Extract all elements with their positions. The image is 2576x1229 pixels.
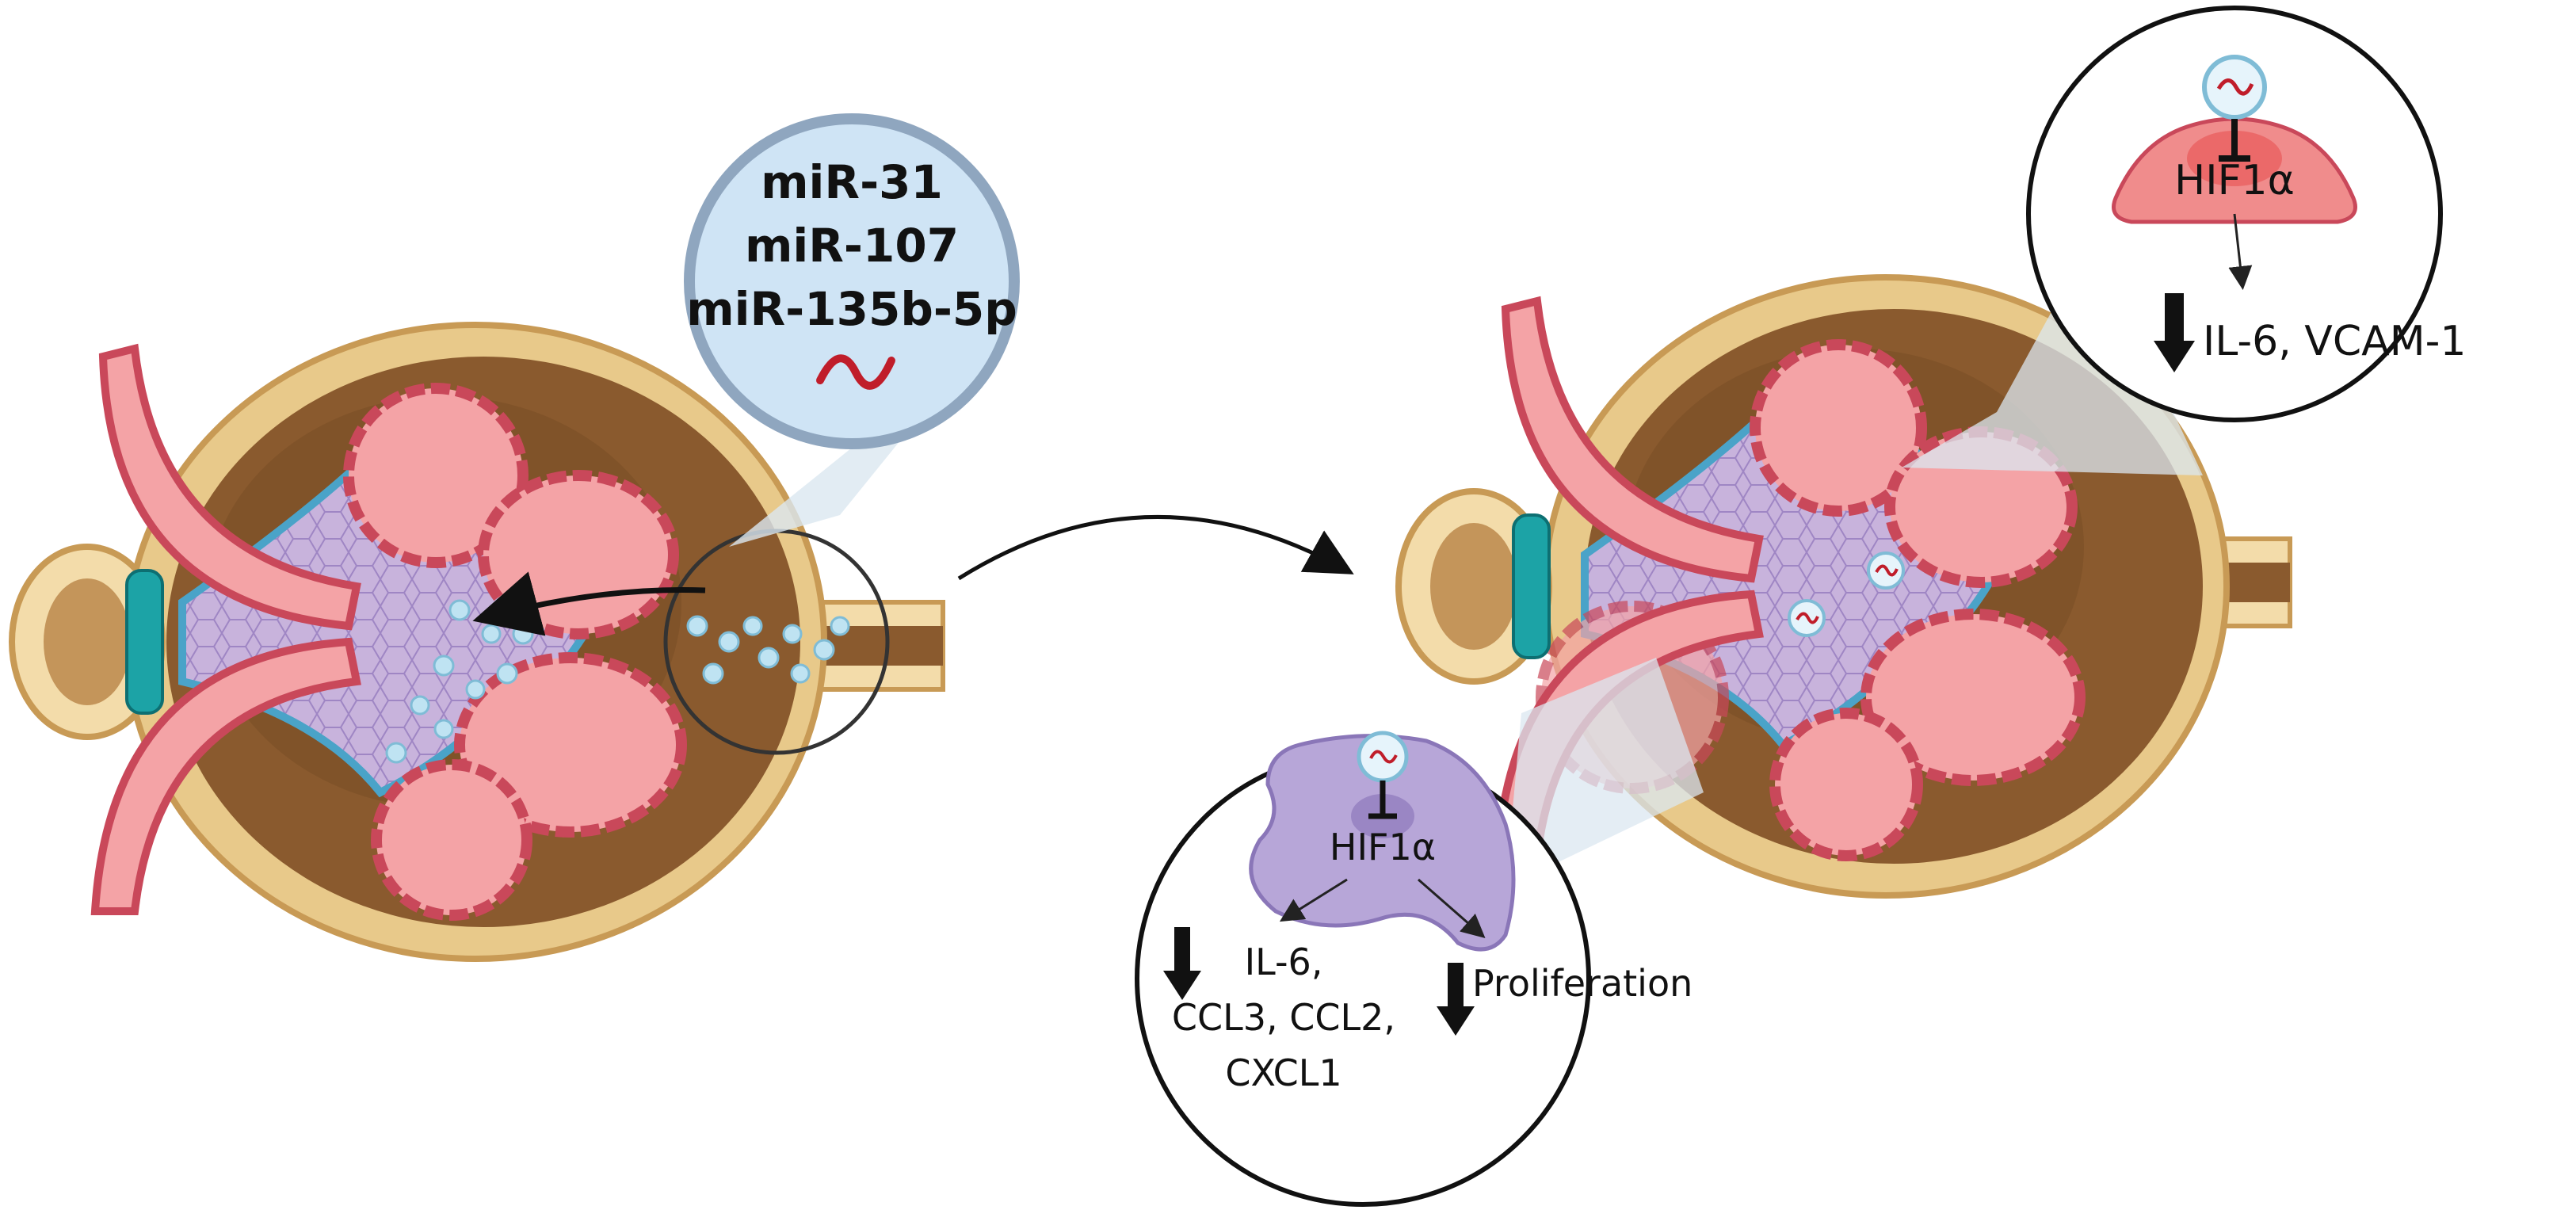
mesangial-cell bbox=[1249, 734, 1516, 952]
endothelial-callout-cone bbox=[1902, 238, 2203, 475]
mesangial-callout-cone bbox=[1506, 658, 1704, 887]
down-arrow-icon bbox=[1163, 927, 1201, 1000]
mirna-line-3: miR-135b-5p bbox=[686, 282, 1017, 336]
cytokine-line-2: CCL3, CCL2, bbox=[1172, 996, 1395, 1039]
treatment-arrow bbox=[957, 515, 1354, 581]
mirna-bubble: miR-31 miR-107 miR-135b-5p bbox=[684, 113, 1020, 449]
efferent-arteriole bbox=[90, 637, 361, 915]
endothelial-inset: HIF1α IL-6, VCAM-1 bbox=[2026, 6, 2466, 422]
vesicle-flow-arrow bbox=[472, 571, 706, 636]
mirna-strand-icon bbox=[816, 354, 895, 390]
down-arrow-icon bbox=[1437, 963, 1475, 1036]
afferent-arteriole bbox=[98, 343, 361, 631]
proliferation-label: Proliferation bbox=[1472, 962, 1693, 1005]
afferent-arteriole-right bbox=[1501, 296, 1764, 583]
internalized-vesicles bbox=[1788, 552, 1905, 637]
macula-densa-right bbox=[1512, 513, 1551, 659]
cytokine-line-3: CXCL1 bbox=[1225, 1052, 1341, 1094]
endothelial-target-label: HIF1α bbox=[2174, 157, 2295, 204]
endothelial-effect-label: IL-6, VCAM-1 bbox=[2203, 318, 2466, 365]
mesangial-inset: HIF1α IL-6, CCL3, CCL2, CXCL1 Proliferat… bbox=[1135, 731, 1693, 1207]
down-arrow-icon bbox=[2154, 293, 2195, 372]
mirna-line-2: miR-107 bbox=[745, 219, 959, 273]
mesangial-target-label: HIF1α bbox=[1330, 826, 1436, 868]
left-glomerulus bbox=[9, 322, 945, 962]
cytokine-line-1: IL-6, bbox=[1245, 941, 1323, 983]
mirna-line-1: miR-31 bbox=[761, 155, 943, 209]
macula-densa bbox=[125, 569, 164, 715]
extracellular-vesicles bbox=[385, 599, 850, 764]
